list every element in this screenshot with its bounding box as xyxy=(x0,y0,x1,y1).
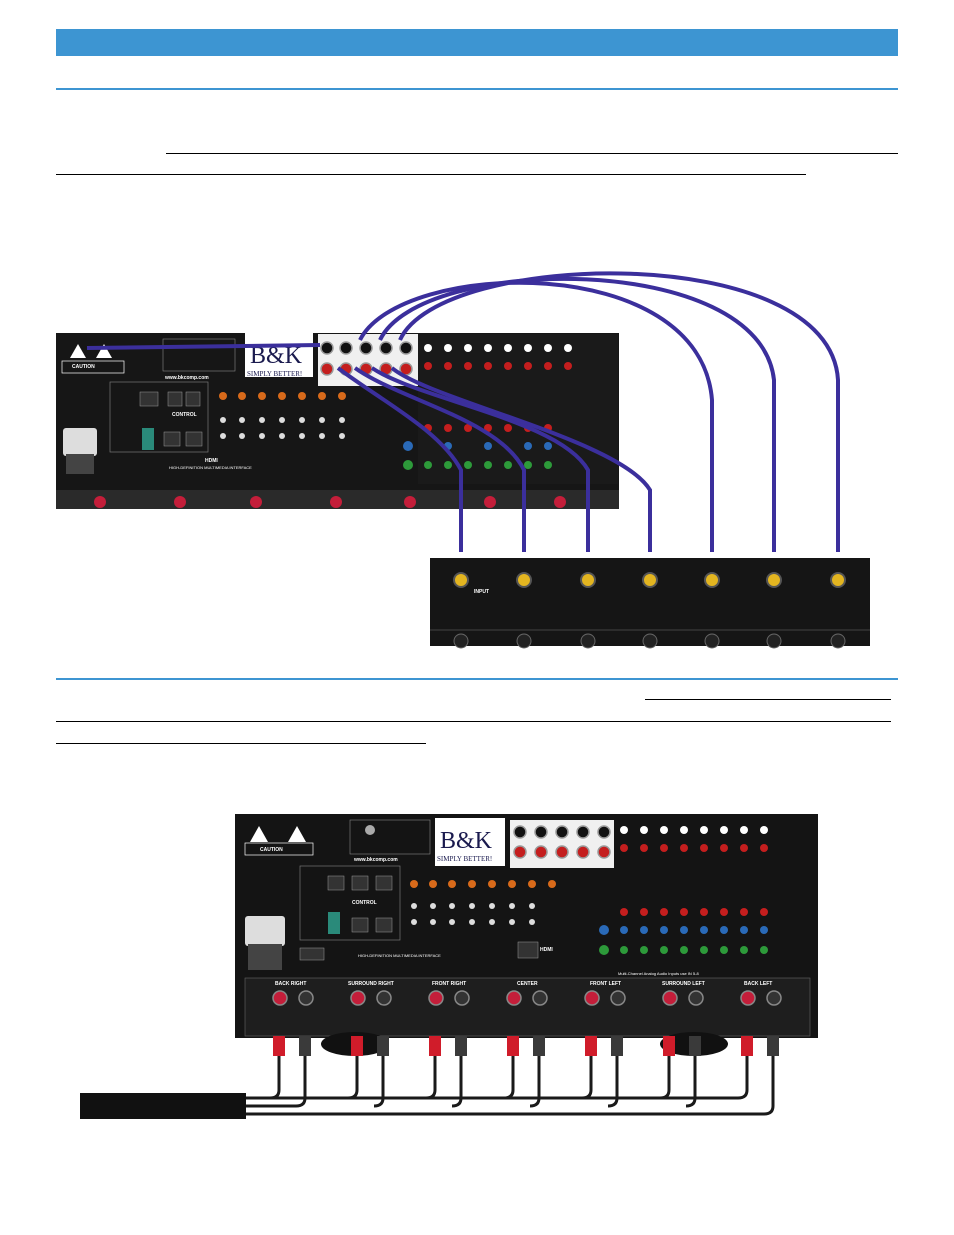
speaker-label-surround-left: SURROUND LEFT xyxy=(662,981,705,987)
hdmi-sub-bottom: HIGH-DEFINITION MULTIMEDIA INTERFACE xyxy=(358,953,441,958)
brand-slogan: SIMPLY BETTER! xyxy=(247,370,302,378)
brand-logo-bottom: B&K xyxy=(440,828,493,854)
text-underline-4 xyxy=(56,721,891,722)
speaker-label-front-left: FRONT LEFT xyxy=(590,981,621,987)
rca-cables xyxy=(86,271,840,552)
hdmi-label: HDMI xyxy=(205,458,218,464)
speaker-label-surround-right: SURROUND RIGHT xyxy=(348,981,394,987)
header-bar xyxy=(56,29,898,56)
website-label-bottom: www.bkcomp.com xyxy=(353,857,398,863)
text-underline-3 xyxy=(645,699,891,700)
receiver-bottom: CAUTION B&K SIMPLY BETTER! www.bkcomp.co… xyxy=(235,814,818,1056)
speaker-label-center: CENTER xyxy=(517,981,538,987)
speaker-wire-label-box xyxy=(80,1093,246,1119)
speaker-label-back-right: BACK RIGHT xyxy=(275,981,306,987)
text-underline-2 xyxy=(56,174,806,175)
hdmi-sub-label: HIGH-DEFINITION MULTIMEDIA INTERFACE xyxy=(169,465,252,470)
control-label: CONTROL xyxy=(172,412,197,418)
speaker-label-back-left: BACK LEFT xyxy=(744,981,772,987)
brand-slogan-bottom: SIMPLY BETTER! xyxy=(437,855,492,863)
amp-input-label: INPUT xyxy=(474,589,489,595)
multi-channel-label: Multi-Channel Analog Audio Inputs use IN… xyxy=(618,971,699,976)
section-rule-bottom xyxy=(56,678,898,680)
amplifier: INPUT xyxy=(430,558,870,649)
control-label-bottom: CONTROL xyxy=(352,900,377,906)
speaker-wires xyxy=(246,1036,779,1116)
caution-label-bottom: CAUTION xyxy=(260,847,283,853)
website-label: www.bkcomp.com xyxy=(164,375,209,381)
speaker-label-front-right: FRONT RIGHT xyxy=(432,981,466,987)
text-underline-1 xyxy=(166,153,898,154)
hdmi-label-bottom: HDMI xyxy=(540,947,553,953)
receiver-top: CAUTION B&K SIMPLY BETTER! www.bkcomp.co… xyxy=(56,333,619,509)
caution-label: CAUTION xyxy=(72,364,95,370)
section-rule-top xyxy=(56,88,898,90)
text-underline-5 xyxy=(56,743,426,744)
